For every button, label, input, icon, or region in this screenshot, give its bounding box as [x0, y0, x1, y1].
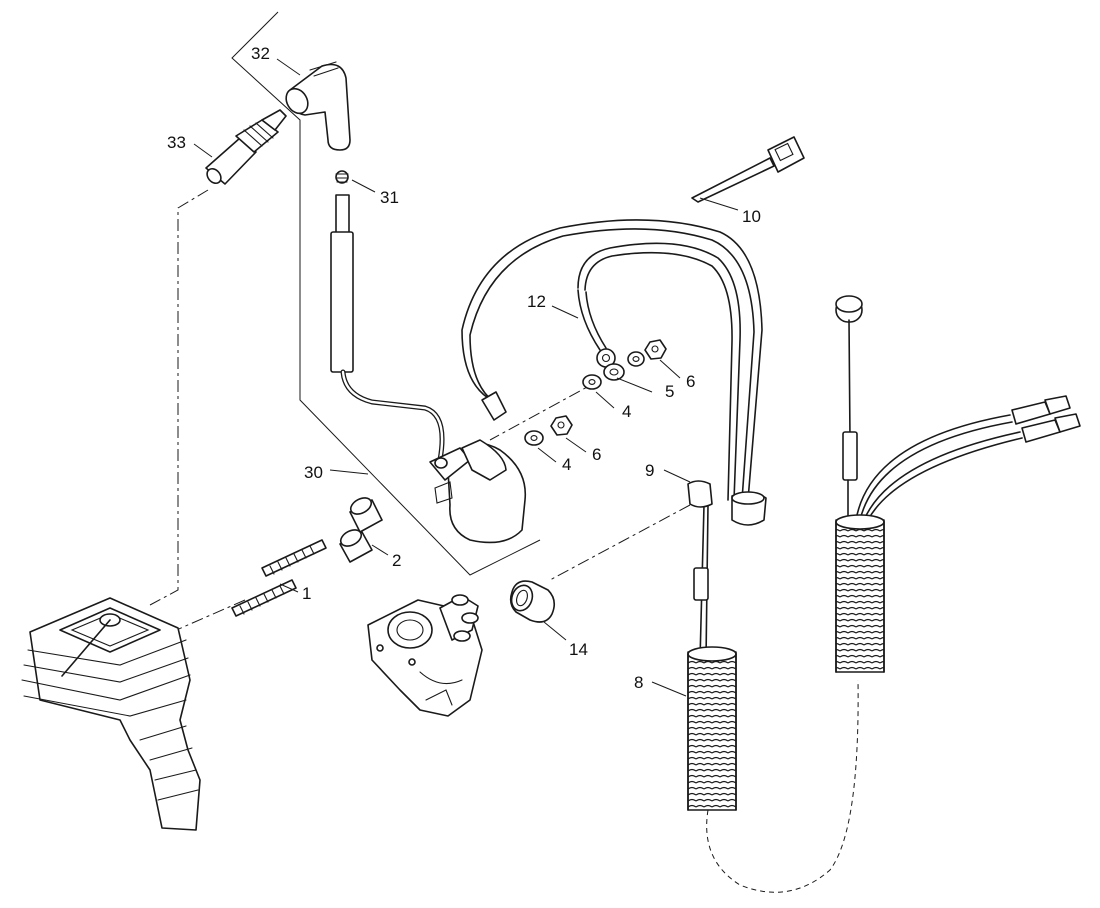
label-8: 8 — [634, 673, 643, 692]
washers-nuts — [524, 339, 667, 446]
centerline-cable-loop — [706, 679, 859, 893]
spark-plug — [205, 109, 287, 185]
spring — [335, 170, 349, 184]
washer-4-upper — [582, 374, 602, 390]
washer-5 — [627, 351, 645, 367]
label-33: 33 — [167, 133, 186, 152]
washer-4-lower — [524, 430, 544, 446]
label-10: 10 — [742, 207, 761, 226]
ground-wire — [461, 219, 763, 501]
nut-6-upper — [644, 339, 667, 360]
assembly-frame — [231, 11, 541, 576]
spark-plug-boot — [285, 61, 351, 151]
part-labels: 32 33 31 10 12 4 5 6 4 6 30 9 2 1 14 8 — [167, 44, 761, 692]
ignition-module — [330, 194, 527, 544]
label-30: 30 — [304, 463, 323, 482]
sleeves — [339, 497, 383, 563]
carburetor — [367, 594, 483, 717]
conduit-right — [835, 295, 1081, 673]
studs — [231, 539, 327, 617]
label-14: 14 — [569, 640, 588, 659]
leader-lines — [193, 58, 739, 697]
nut-6-lower — [550, 415, 573, 436]
centerline-washers — [489, 379, 601, 441]
centerline-ring — [549, 504, 691, 581]
label-12: 12 — [527, 292, 546, 311]
centerline-spark-plug — [149, 189, 209, 606]
label-9: 9 — [645, 461, 654, 480]
conduit-left — [687, 480, 767, 811]
label-6-lower: 6 — [592, 445, 601, 464]
label-4-lower: 4 — [562, 455, 571, 474]
split-ring — [509, 580, 556, 623]
cylinder — [21, 597, 201, 831]
label-1: 1 — [302, 584, 311, 603]
label-32: 32 — [251, 44, 270, 63]
label-31: 31 — [380, 188, 399, 207]
washer-outer — [603, 363, 625, 381]
label-6-upper: 6 — [686, 372, 695, 391]
label-2: 2 — [392, 551, 401, 570]
label-5: 5 — [665, 382, 674, 401]
label-4-upper: 4 — [622, 402, 631, 421]
cable-tie — [691, 136, 805, 203]
